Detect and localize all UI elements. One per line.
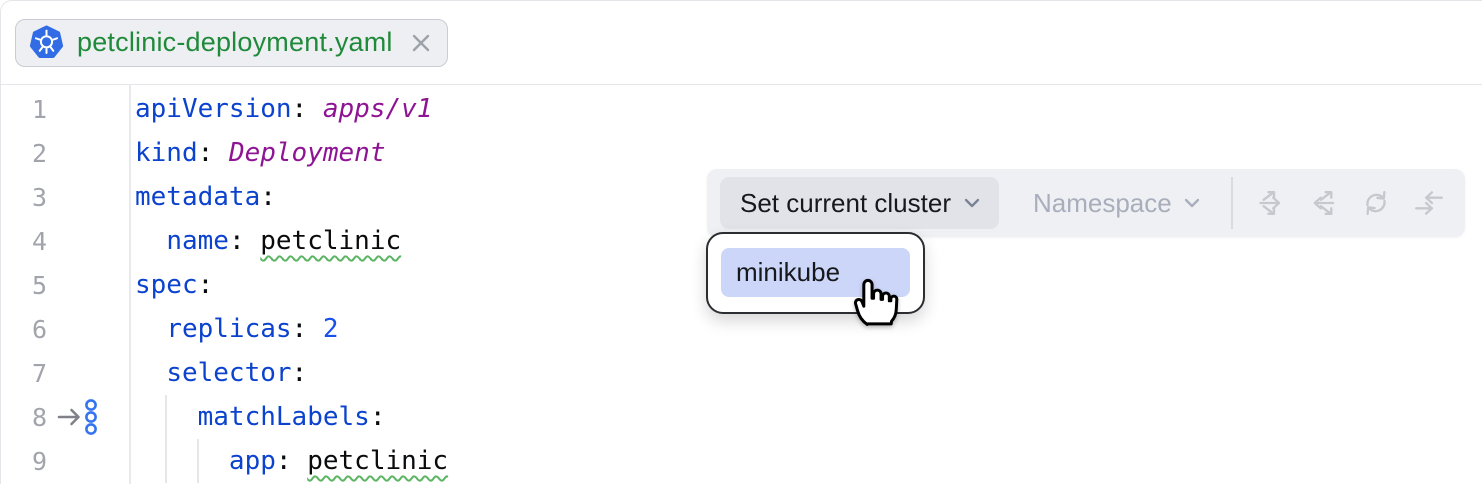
code-line[interactable]: selector: bbox=[166, 358, 308, 388]
gutter-line: 5 bbox=[1, 263, 129, 307]
line-number: 3 bbox=[31, 182, 47, 212]
gutter-line: 7 bbox=[1, 351, 129, 395]
code-line[interactable]: kind: Deployment bbox=[135, 138, 386, 168]
chevron-down-icon bbox=[1184, 198, 1199, 208]
gutter: 1 2 3 4 5 6 7 8 9 bbox=[1, 85, 131, 484]
line-number: 4 bbox=[31, 226, 47, 256]
refresh-icon bbox=[1359, 186, 1393, 220]
arrows-bidirectional-icon bbox=[1306, 186, 1340, 220]
line-number: 7 bbox=[31, 358, 47, 388]
namespace-dropdown[interactable]: Namespace bbox=[1033, 188, 1203, 219]
line-number: 1 bbox=[31, 94, 47, 124]
code-area[interactable]: apiVersion: apps/v1 kind: Deployment metad… bbox=[131, 85, 1482, 484]
line-number: 8 bbox=[31, 402, 47, 432]
arrows-converge-icon bbox=[1412, 186, 1446, 220]
related-labels-icon[interactable] bbox=[56, 397, 102, 437]
editor-tab-bar: petclinic-deployment.yaml bbox=[1, 1, 1482, 85]
namespace-label: Namespace bbox=[1032, 187, 1172, 218]
pointing-hand-cursor bbox=[853, 278, 899, 326]
code-line[interactable]: apiVersion: apps/v1 bbox=[135, 94, 433, 124]
indent-guide bbox=[165, 395, 167, 483]
set-current-cluster-label: Set current cluster bbox=[740, 187, 951, 218]
line-number: 5 bbox=[31, 270, 47, 300]
kubernetes-icon bbox=[29, 25, 64, 60]
line-number: 9 bbox=[31, 446, 47, 476]
set-current-cluster-button[interactable]: Set current cluster bbox=[720, 177, 999, 229]
code-line[interactable]: replicas: 2 bbox=[166, 314, 339, 344]
arrows-diverge-right-icon bbox=[1253, 186, 1287, 220]
gutter-line: 3 bbox=[1, 175, 129, 219]
gutter-line: 6 bbox=[1, 307, 129, 351]
gutter-line: 4 bbox=[1, 219, 129, 263]
kubernetes-floating-toolbar: Set current cluster Namespace bbox=[707, 169, 1465, 237]
code-line[interactable]: matchLabels: bbox=[197, 402, 386, 432]
code-line[interactable]: metadata: bbox=[135, 182, 276, 212]
line-number: 6 bbox=[31, 314, 47, 344]
toolbar-divider bbox=[1230, 177, 1233, 229]
code-lines: apiVersion: apps/v1 kind: Deployment metad… bbox=[135, 87, 1482, 483]
chevron-down-icon bbox=[964, 198, 980, 208]
indent-guide bbox=[197, 439, 199, 483]
code-line[interactable]: app: petclinic bbox=[228, 446, 449, 476]
line-number: 2 bbox=[31, 138, 47, 168]
toolbar-actions bbox=[1253, 186, 1446, 220]
gutter-line: 9 bbox=[1, 439, 129, 483]
tab-petclinic-deployment[interactable]: petclinic-deployment.yaml bbox=[15, 18, 448, 67]
tab-filename: petclinic-deployment.yaml bbox=[77, 27, 393, 57]
close-icon[interactable] bbox=[409, 31, 433, 55]
gutter-line: 2 bbox=[1, 131, 129, 175]
gutter-line: 8 bbox=[1, 395, 129, 439]
gutter-line: 1 bbox=[1, 87, 129, 131]
code-line[interactable]: name: petclinic bbox=[166, 226, 402, 256]
code-line[interactable]: spec: bbox=[135, 270, 214, 300]
